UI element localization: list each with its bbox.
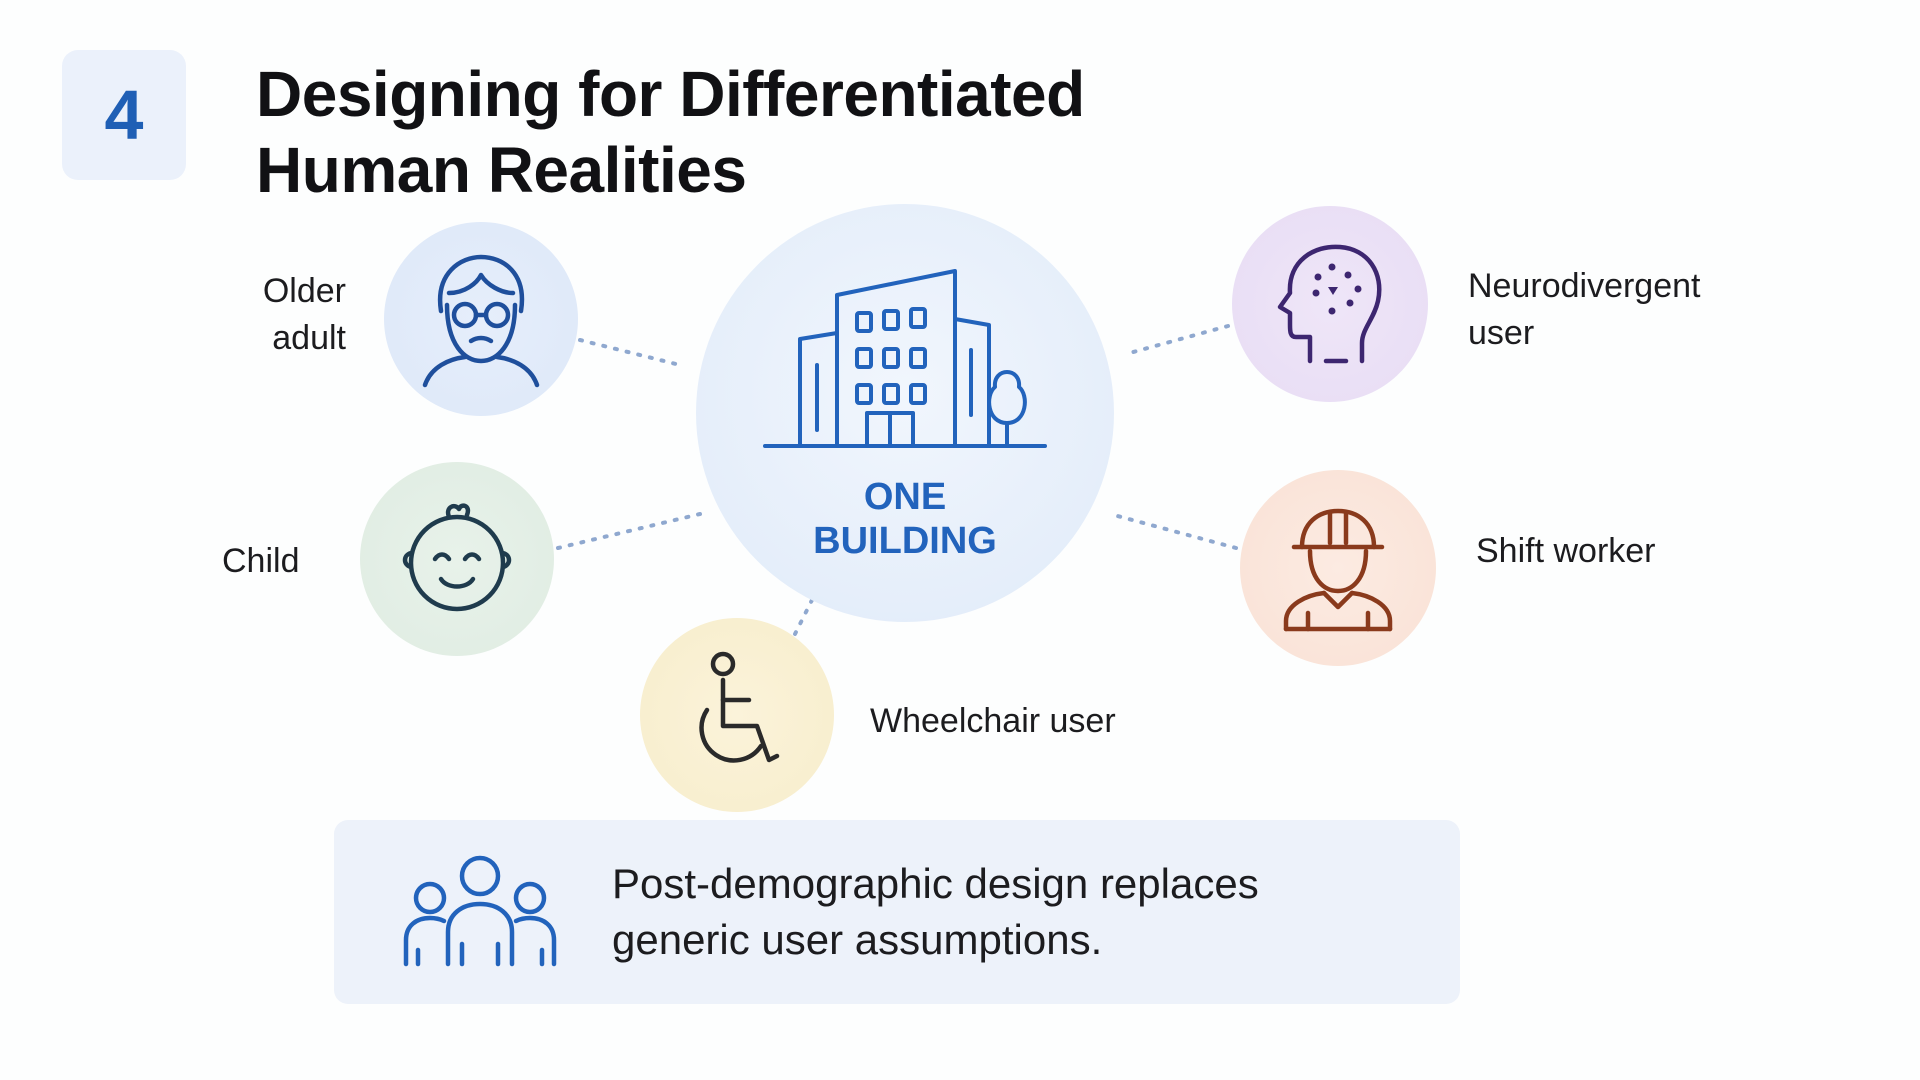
older-adult-node: [384, 222, 578, 416]
slide-number: 4: [104, 76, 144, 154]
connector-shift-worker: [1108, 512, 1238, 550]
connector-older-adult: [578, 338, 686, 368]
connector-neurodivergent: [1124, 324, 1230, 356]
user-group-icon: [403, 855, 557, 967]
child-icon: [402, 503, 512, 612]
summary-callout: Post-demographic design replaces generic…: [334, 820, 1460, 1004]
child-node: [360, 462, 554, 656]
summary-text: Post-demographic design replaces generic…: [612, 860, 1259, 963]
neurodivergent-user-label: Neurodivergent user: [1468, 267, 1701, 352]
center-node: ONE BUILDING: [696, 204, 1114, 622]
slide-number-badge: 4: [62, 50, 186, 180]
wheelchair-icon: [699, 651, 780, 763]
connector-child: [556, 512, 702, 550]
neurodivergent-user-node: [1232, 206, 1428, 402]
wheelchair-user-label: Wheelchair user: [870, 702, 1116, 740]
building-icon: [763, 269, 1047, 448]
hard-hat-worker-icon: [1283, 508, 1393, 632]
older-adult-icon: [422, 254, 540, 388]
older-adult-label: Older adult: [262, 272, 346, 357]
wheelchair-user-node: [640, 618, 834, 812]
shift-worker-node: [1240, 470, 1436, 666]
child-label: Child: [222, 542, 300, 580]
center-label: ONE BUILDING: [813, 476, 997, 562]
shift-worker-label: Shift worker: [1476, 532, 1656, 570]
slide-title: Designing for Differentiated Human Reali…: [256, 58, 1085, 206]
connector-wheelchair: [792, 598, 814, 638]
head-mind-icon: [1277, 244, 1382, 364]
